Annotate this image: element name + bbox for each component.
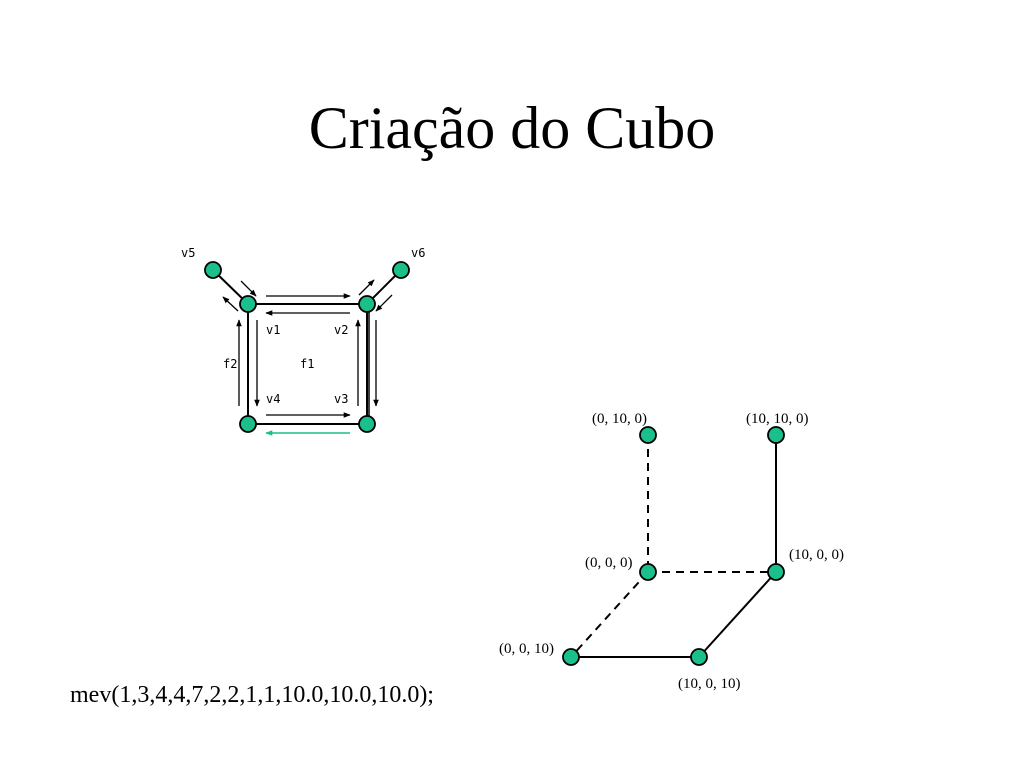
cube-vertex-0-10-0 xyxy=(639,426,657,444)
half-edge-arrows xyxy=(222,279,393,418)
cube-vertex-10-0-10 xyxy=(690,648,708,666)
coord-label-0-10-0: (0, 10, 0) xyxy=(592,411,647,427)
vertex-v5 xyxy=(204,261,222,279)
coord-label-10-0-10: (10, 0, 10) xyxy=(678,676,741,692)
label-v4: v4 xyxy=(266,392,280,406)
vertex-v3 xyxy=(358,415,376,433)
coord-label-10-10-0: (10, 10, 0) xyxy=(746,411,809,427)
label-v1: v1 xyxy=(266,323,280,337)
cube-vertex-10-0-0 xyxy=(767,563,785,581)
cube-vertex-0-0-0 xyxy=(639,563,657,581)
mev-code-line: mev(1,3,4,4,7,2,2,1,1,10.0,10.0,10.0); xyxy=(70,682,434,708)
face-vertices xyxy=(204,261,410,433)
vertex-v2 xyxy=(358,295,376,313)
cube-edge-diagonal xyxy=(698,571,777,658)
arrow-v6-in xyxy=(375,294,393,312)
vertex-v4 xyxy=(239,415,257,433)
cube-edge-hidden-z xyxy=(570,571,649,658)
vertex-v1 xyxy=(239,295,257,313)
cube-vertex-10-10-0 xyxy=(767,426,785,444)
coord-label-0-0-10: (0, 0, 10) xyxy=(499,641,554,657)
face-diagram: v5 v6 v1 v2 v4 v3 f1 f2 xyxy=(181,246,425,436)
cube-diagram: (0, 10, 0) (10, 10, 0) (0, 0, 0) (10, 0,… xyxy=(499,411,844,692)
slide-title: Criação do Cubo xyxy=(308,95,716,161)
label-v3: v3 xyxy=(334,392,348,406)
arrow-v5-in xyxy=(240,280,257,297)
vertex-v6 xyxy=(392,261,410,279)
label-v5: v5 xyxy=(181,246,195,260)
square-edges xyxy=(212,269,402,425)
coord-label-10-0-0: (10, 0, 0) xyxy=(789,547,844,563)
label-v2: v2 xyxy=(334,323,348,337)
label-f2: f2 xyxy=(223,357,237,371)
arrow-v5-out xyxy=(222,296,239,312)
label-v6: v6 xyxy=(411,246,425,260)
arrow-v6-out xyxy=(358,279,375,296)
coord-label-0-0-0: (0, 0, 0) xyxy=(585,555,633,571)
label-f1: f1 xyxy=(300,357,314,371)
cube-vertex-0-0-10 xyxy=(562,648,580,666)
